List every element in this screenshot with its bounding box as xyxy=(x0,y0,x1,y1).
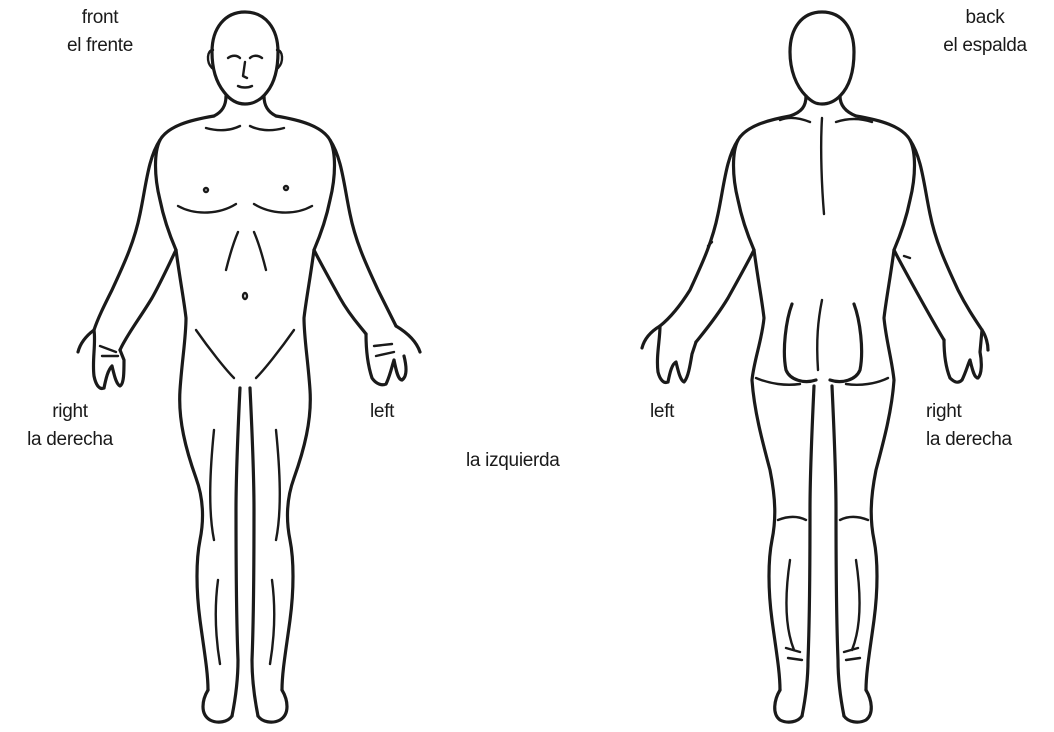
back-ankle-right xyxy=(844,648,860,660)
back-elbow-right xyxy=(904,256,910,258)
back-spine xyxy=(821,118,824,214)
back-foot-left xyxy=(775,690,802,722)
back-leg-right-inner xyxy=(832,386,844,716)
back-calf-right xyxy=(852,560,859,650)
back-buttock-crease xyxy=(756,378,888,385)
back-shoulder-left xyxy=(780,118,810,122)
back-arm-right-inner xyxy=(894,250,944,340)
back-shoulder-right xyxy=(836,119,872,122)
back-neck-left xyxy=(840,96,856,116)
back-arm-left-inner xyxy=(696,250,754,342)
back-gluteal-cleft xyxy=(817,300,822,370)
back-buttock-right xyxy=(830,304,862,382)
back-head xyxy=(790,12,854,104)
back-hand-left xyxy=(642,326,696,383)
back-leg-left-inner xyxy=(802,386,814,716)
back-foot-right xyxy=(844,690,871,722)
back-torso-right-outline xyxy=(856,116,915,690)
back-hand-right xyxy=(944,330,988,382)
back-knee-left xyxy=(778,517,806,520)
back-knee-right xyxy=(840,517,868,520)
back-neck-right xyxy=(790,96,806,116)
back-buttock-left xyxy=(784,304,816,382)
back-calf-left xyxy=(787,560,794,650)
back-ankle-left xyxy=(786,648,802,660)
back-torso-left-outline xyxy=(734,116,791,690)
